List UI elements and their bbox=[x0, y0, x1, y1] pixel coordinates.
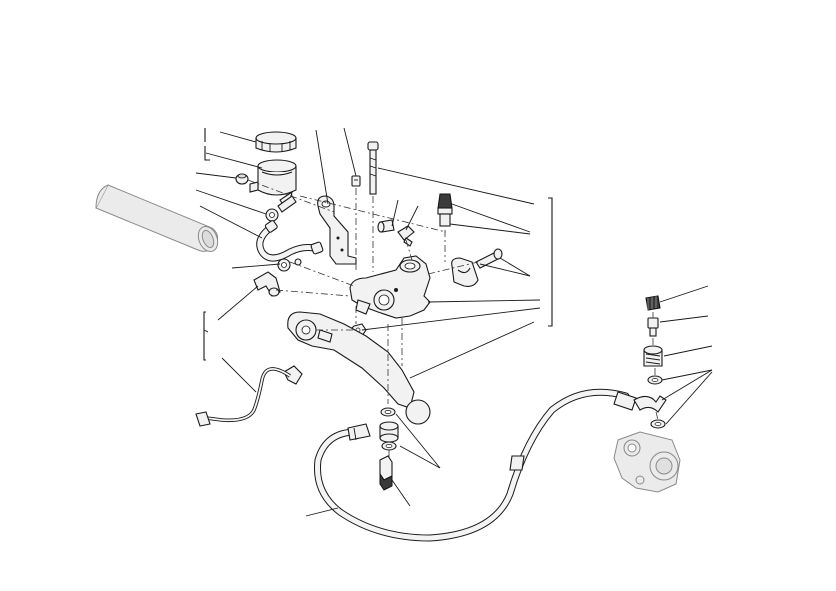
slave-washer-lower bbox=[650, 419, 666, 429]
clutch-lever bbox=[287, 311, 431, 425]
group-brackets bbox=[203, 128, 553, 361]
hose-clip-lower bbox=[277, 258, 302, 272]
slave-cylinder bbox=[613, 431, 681, 493]
grommet bbox=[235, 173, 249, 185]
pivot-washer-lower bbox=[381, 441, 397, 451]
mounting-bracket bbox=[317, 195, 357, 265]
reservoir-hose bbox=[256, 220, 324, 262]
pivot-pin bbox=[379, 455, 393, 491]
reservoir-cap bbox=[255, 131, 297, 153]
bleeder-valve bbox=[437, 193, 453, 262]
adjuster-nut bbox=[377, 219, 395, 233]
handlebar-tube bbox=[95, 184, 219, 253]
slave-bleeder-screw bbox=[647, 317, 659, 337]
slave-washer-upper bbox=[647, 375, 663, 385]
fluid-reservoir bbox=[249, 159, 297, 207]
pivot-washer bbox=[380, 407, 396, 417]
clamp-bolt bbox=[475, 248, 503, 269]
master-cylinder-body bbox=[349, 255, 431, 319]
elbow-fitting bbox=[253, 271, 281, 297]
slave-bleeder-cap bbox=[645, 295, 661, 311]
hose-clip-upper bbox=[265, 195, 297, 222]
pivot-bushing bbox=[379, 421, 399, 443]
slave-spring-fitting bbox=[643, 345, 663, 367]
clutch-switch-connector bbox=[195, 365, 303, 427]
long-bolt bbox=[367, 141, 379, 272]
assembly-axes bbox=[247, 179, 659, 458]
handlebar-clamp bbox=[451, 257, 479, 287]
callout-leaders bbox=[195, 127, 713, 517]
clutch-hose bbox=[313, 388, 667, 542]
bracket-screw bbox=[351, 175, 361, 270]
